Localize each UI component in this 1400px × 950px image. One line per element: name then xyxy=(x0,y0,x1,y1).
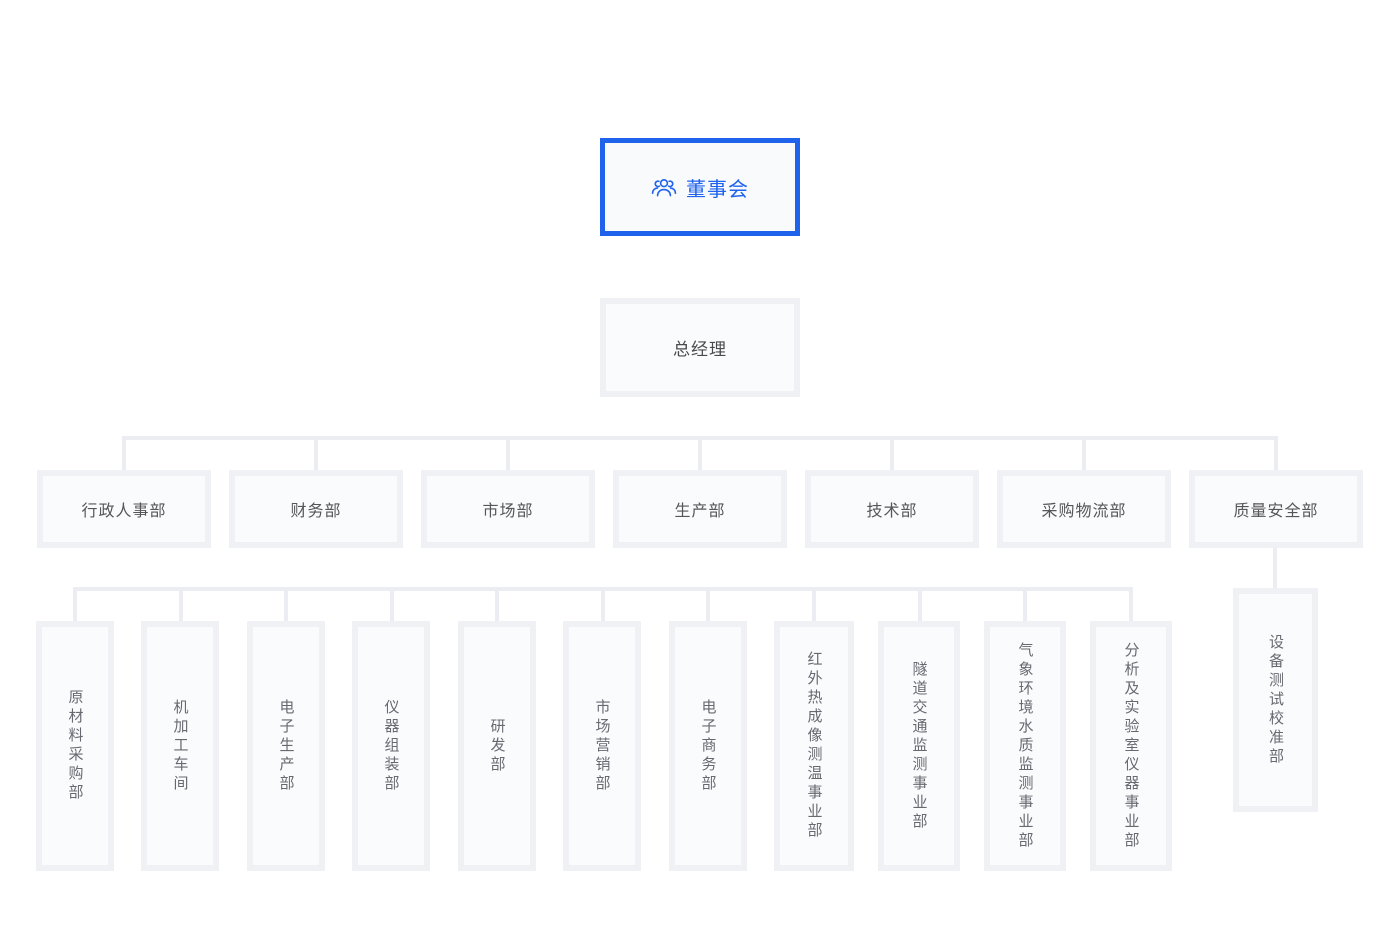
connector-stub xyxy=(698,436,702,470)
org-node-label: 电子商务部 xyxy=(699,698,717,794)
connector-stub-quality xyxy=(1273,548,1277,588)
org-node-label: 市场部 xyxy=(482,503,534,520)
connector-stub xyxy=(122,436,126,470)
org-node-board[interactable]: 董事会 xyxy=(600,138,800,236)
org-node-label: 气象环境水质监测事业部 xyxy=(1016,641,1034,851)
connector-stub xyxy=(918,587,922,621)
org-node-department-purchasing-logistics[interactable]: 采购物流部 xyxy=(997,470,1171,548)
connector-stub xyxy=(706,587,710,621)
connector-stub xyxy=(506,436,510,470)
org-node-general-manager[interactable]: 总经理 xyxy=(600,298,800,397)
connector-stub xyxy=(314,436,318,470)
org-node-department-market[interactable]: 市场部 xyxy=(421,470,595,548)
connector-stub xyxy=(390,587,394,621)
connector-stub xyxy=(1129,587,1133,621)
connector-stub xyxy=(284,587,288,621)
org-node-department-finance[interactable]: 财务部 xyxy=(229,470,403,548)
connector-stub xyxy=(601,587,605,621)
connector-stub xyxy=(179,587,183,621)
org-node-department-admin-hr[interactable]: 行政人事部 xyxy=(37,470,211,548)
org-node-label: 电子生产部 xyxy=(277,698,295,794)
connector-stub xyxy=(1274,436,1278,470)
connector-stub xyxy=(890,436,894,470)
org-node-label: 仪器组装部 xyxy=(382,698,400,794)
org-node-department-quality-safety[interactable]: 质量安全部 xyxy=(1189,470,1363,548)
org-node-department-production[interactable]: 生产部 xyxy=(613,470,787,548)
org-node-sub-rnd[interactable]: 研发部 xyxy=(458,621,536,871)
org-node-sub-equipment-test-calibration[interactable]: 设备测试校准部 xyxy=(1233,588,1318,812)
org-node-label: 行政人事部 xyxy=(81,503,167,520)
org-node-label: 红外热成像测温事业部 xyxy=(805,651,823,841)
org-node-sub-raw-material-purchasing[interactable]: 原材料采购部 xyxy=(36,621,114,871)
org-node-label: 生产部 xyxy=(674,503,726,520)
org-node-sub-marketing[interactable]: 市场营销部 xyxy=(563,621,641,871)
org-node-label: 原材料采购部 xyxy=(66,689,84,803)
connector-stub xyxy=(1023,587,1027,621)
connector-stub xyxy=(495,587,499,621)
org-node-label: 市场营销部 xyxy=(593,698,611,794)
connector-stub xyxy=(812,587,816,621)
org-node-sub-instrument-assembly[interactable]: 仪器组装部 xyxy=(352,621,430,871)
org-node-label: 总经理 xyxy=(673,340,727,359)
org-node-label: 研发部 xyxy=(488,717,506,775)
org-node-label: 隧道交通监测事业部 xyxy=(910,660,928,832)
org-node-department-technology[interactable]: 技术部 xyxy=(805,470,979,548)
org-node-label: 采购物流部 xyxy=(1041,503,1127,520)
org-node-sub-analysis-lab-instruments[interactable]: 分析及实验室仪器事业部 xyxy=(1090,621,1172,871)
connector-stub xyxy=(73,587,77,621)
org-node-label: 机加工车间 xyxy=(171,698,189,794)
team-icon xyxy=(651,177,677,198)
org-node-sub-electronics-production[interactable]: 电子生产部 xyxy=(247,621,325,871)
connector-stub xyxy=(1082,436,1086,470)
org-node-sub-machining-workshop[interactable]: 机加工车间 xyxy=(141,621,219,871)
org-node-sub-meteorological-water-quality[interactable]: 气象环境水质监测事业部 xyxy=(984,621,1066,871)
org-node-label: 设备测试校准部 xyxy=(1267,633,1284,767)
org-node-sub-infrared-thermal-imaging[interactable]: 红外热成像测温事业部 xyxy=(774,621,854,871)
org-node-label: 财务部 xyxy=(290,503,342,520)
org-node-label: 质量安全部 xyxy=(1233,503,1319,520)
org-node-label: 董事会 xyxy=(686,178,749,201)
org-node-label: 技术部 xyxy=(866,503,918,520)
org-node-sub-tunnel-traffic-monitoring[interactable]: 隧道交通监测事业部 xyxy=(878,621,960,871)
org-node-label: 分析及实验室仪器事业部 xyxy=(1122,641,1140,851)
org-node-sub-ecommerce[interactable]: 电子商务部 xyxy=(669,621,747,871)
